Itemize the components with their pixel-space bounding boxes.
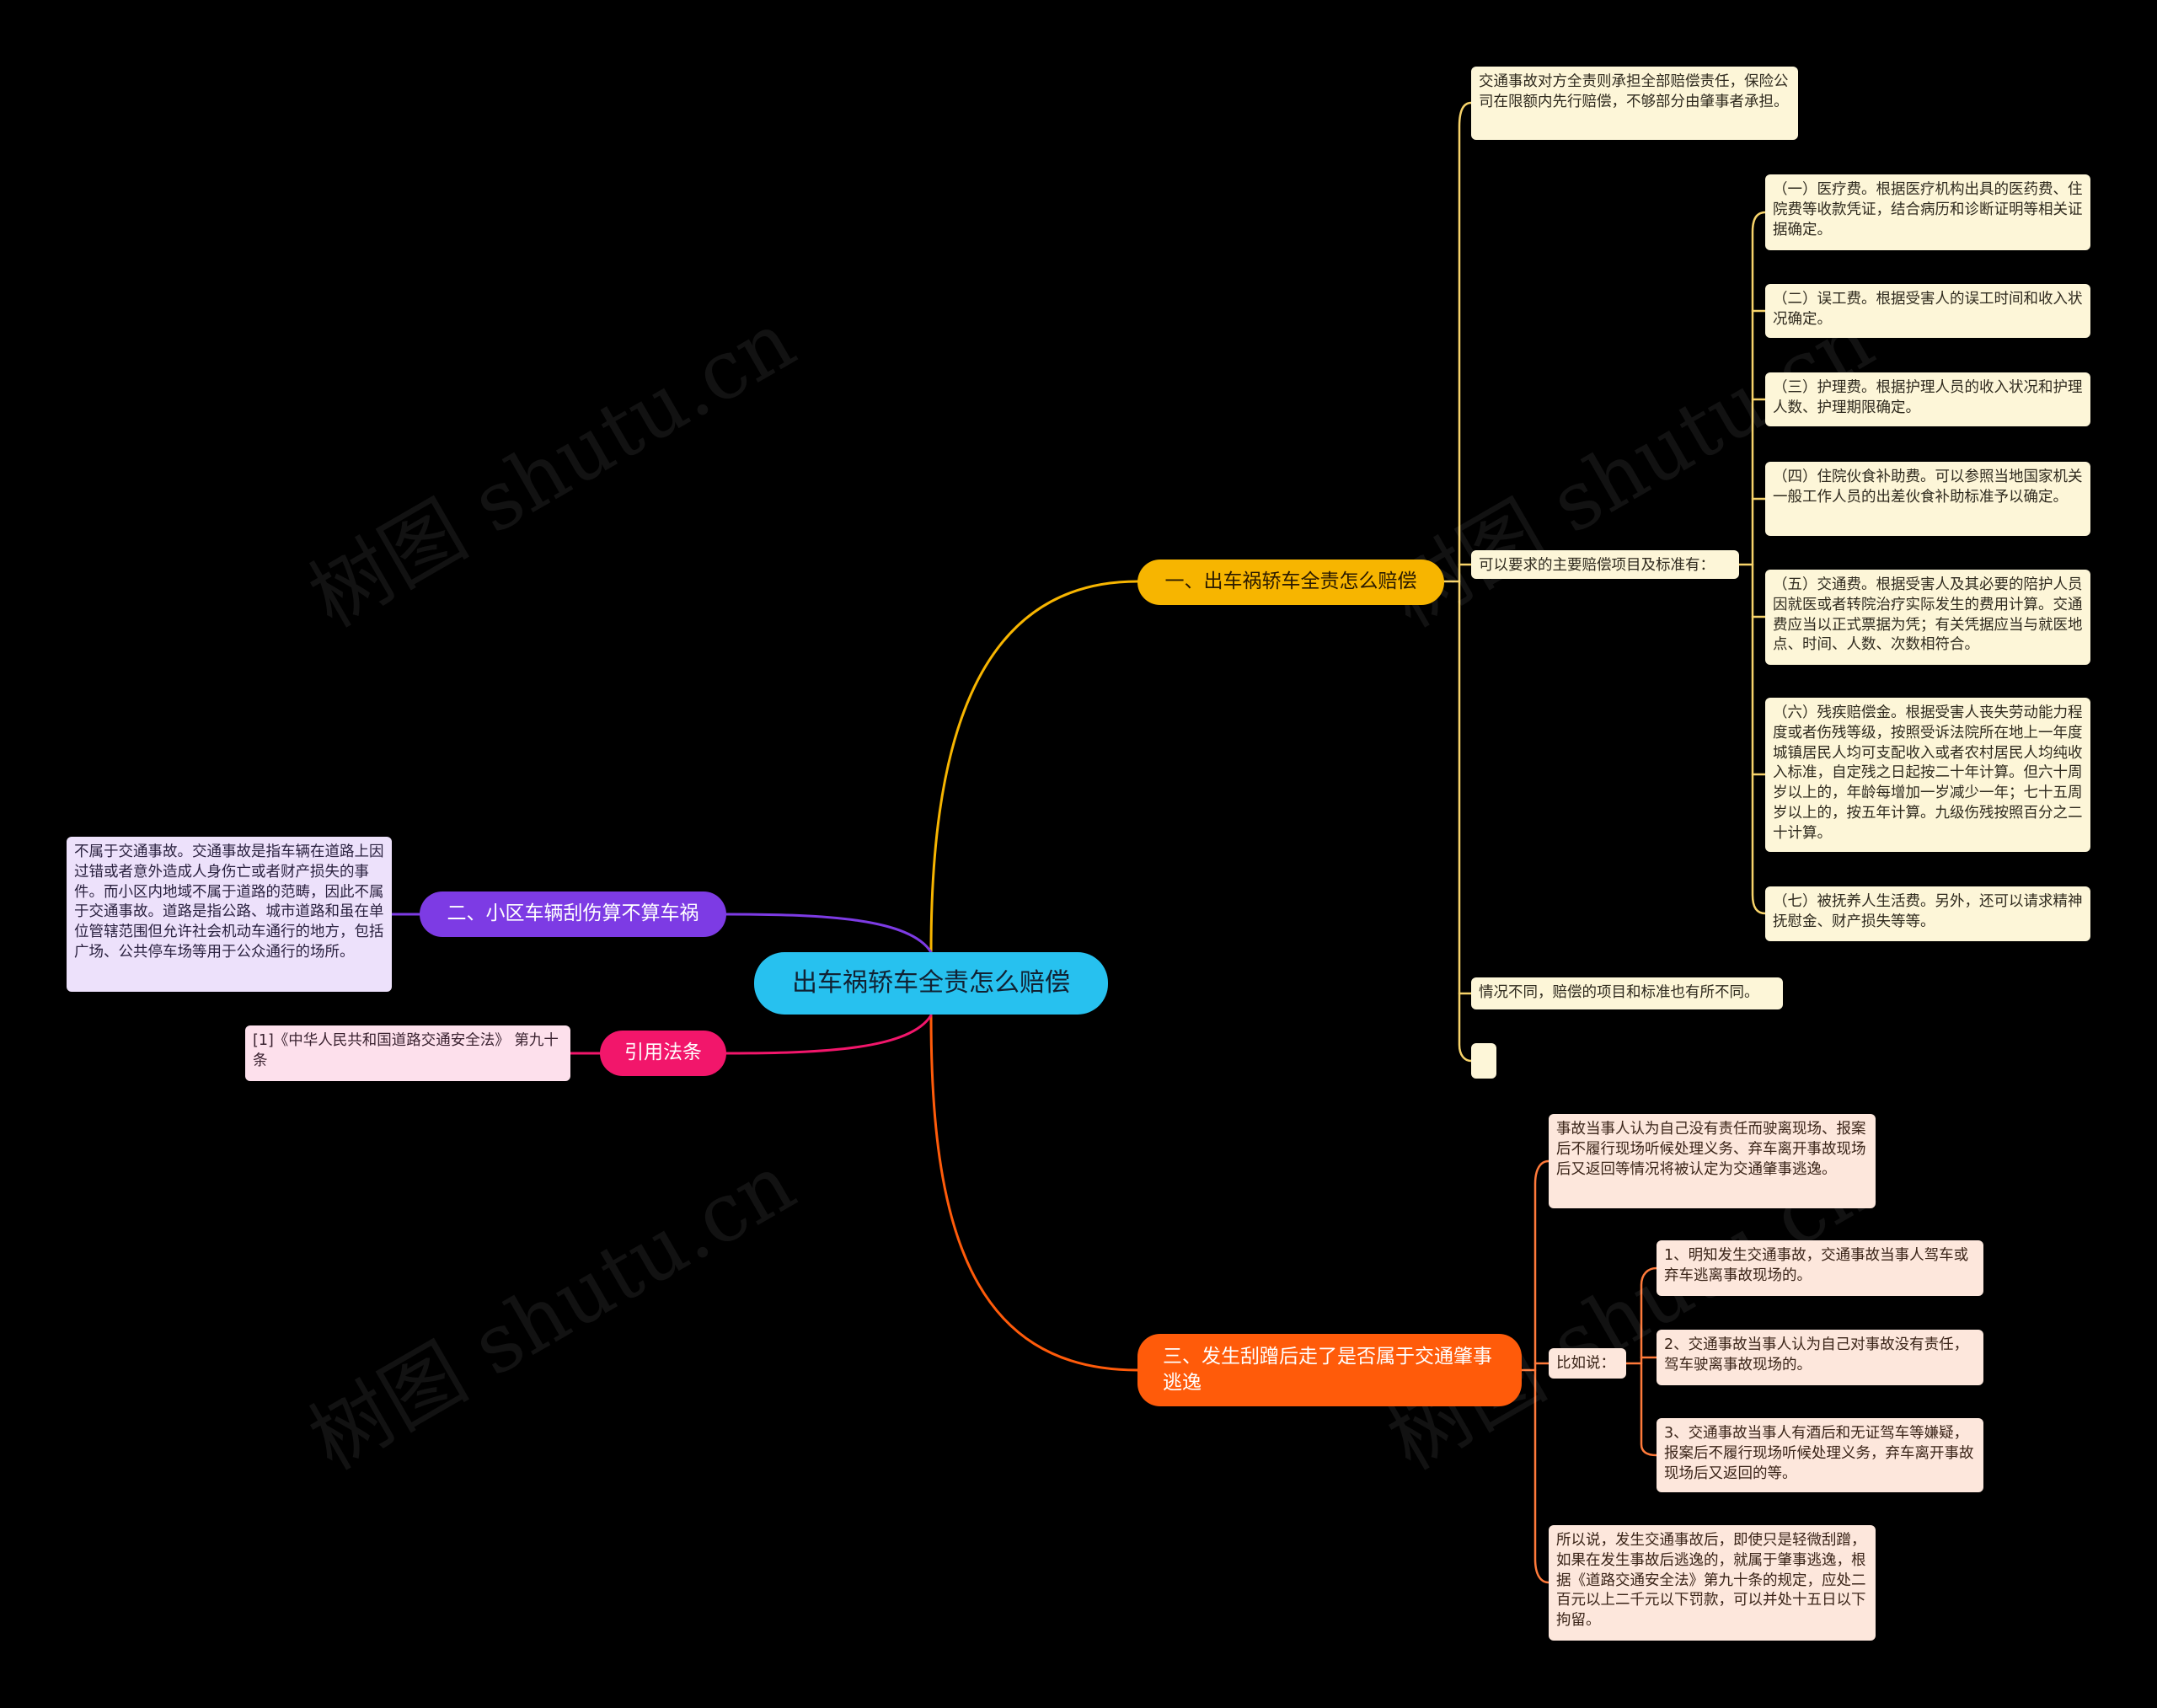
branch-compensation[interactable]: 一、出车祸轿车全责怎么赔偿 xyxy=(1137,560,1444,605)
branch-cited-law-label: 引用法条 xyxy=(624,1041,702,1064)
cited-law-detail-card[interactable]: [1]《中华人民共和国道路交通安全法》 第九十条 xyxy=(245,1025,570,1081)
compensation-item-card[interactable]: （二）误工费。根据受害人的误工时间和收入状况确定。 xyxy=(1765,284,2090,338)
compensation-items-label-card[interactable]: 可以要求的主要赔偿项目及标准有： xyxy=(1471,550,1739,579)
root-topic[interactable]: 出车祸轿车全责怎么赔偿 xyxy=(754,952,1108,1015)
link-root-branch1 xyxy=(929,580,1139,954)
link-root-branch4 xyxy=(725,1014,933,1055)
compensation-item-card[interactable]: （三）护理费。根据护理人员的收入状况和护理人数、护理期限确定。 xyxy=(1765,372,2090,426)
example-card[interactable]: 1、明知发生交通事故，交通事故当事人驾车或弃车逃离事故现场的。 xyxy=(1657,1240,1983,1296)
empty-card[interactable] xyxy=(1471,1043,1496,1079)
compensation-item-card[interactable]: （一）医疗费。根据医疗机构出具的医药费、住院费等收款凭证，结合病历和诊断证明等相… xyxy=(1765,174,2090,250)
example-card[interactable]: 2、交通事故当事人认为自己对事故没有责任，驾车驶离事故现场的。 xyxy=(1657,1330,1983,1385)
compensation-item-card[interactable]: （五）交通费。根据受害人及其必要的陪护人员因就医或者转院治疗实际发生的费用计算。… xyxy=(1765,570,2090,665)
branch-compensation-label: 一、出车祸轿车全责怎么赔偿 xyxy=(1164,570,1417,593)
link-branch1-spine xyxy=(1458,101,1473,1063)
link-examples-spine xyxy=(1640,1266,1658,1457)
root-topic-label: 出车祸轿车全责怎么赔偿 xyxy=(792,967,1070,998)
link-branch3-spine xyxy=(1533,1159,1550,1584)
link-root-branch3 xyxy=(929,1014,1139,1372)
branch-hit-and-run-label: 三、发生刮蹭后走了是否属于交通肇事逃逸 xyxy=(1163,1345,1492,1394)
compensation-intro-card[interactable]: 交通事故对方全责则承担全部赔偿责任，保险公司在限额内先行赔偿，不够部分由肇事者承… xyxy=(1471,67,1798,140)
residential-scratch-detail-card[interactable]: 不属于交通事故。交通事故是指车辆在道路上因过错或者意外造成人身伤亡或者财产损失的… xyxy=(67,837,392,992)
example-card[interactable]: 3、交通事故当事人有酒后和无证驾车等嫌疑，报案后不履行现场听候处理义务，弃车离开… xyxy=(1657,1418,1983,1492)
hit-and-run-conclusion-card[interactable]: 所以说，发生交通事故后，即使只是轻微刮蹭，如果在发生事故后逃逸的，就属于肇事逃逸… xyxy=(1549,1525,1876,1641)
compensation-note-card[interactable]: 情况不同，赔偿的项目和标准也有所不同。 xyxy=(1471,977,1783,1009)
link-root-branch2 xyxy=(725,913,933,954)
compensation-item-card[interactable]: （六）残疾赔偿金。根据受害人丧失劳动能力程度或者伤残等级，按照受诉法院所在地上一… xyxy=(1765,698,2090,852)
branch-residential-scratch[interactable]: 二、小区车辆刮伤算不算车祸 xyxy=(420,891,726,937)
hit-and-run-intro-card[interactable]: 事故当事人认为自己没有责任而驶离现场、报案后不履行现场听候处理义务、弃车离开事故… xyxy=(1549,1114,1876,1208)
branch-cited-law[interactable]: 引用法条 xyxy=(600,1031,726,1076)
branch-hit-and-run[interactable]: 三、发生刮蹭后走了是否属于交通肇事逃逸 xyxy=(1137,1334,1522,1406)
compensation-item-card[interactable]: （四）住院伙食补助费。可以参照当地国家机关一般工作人员的出差伙食补助标准予以确定… xyxy=(1765,462,2090,536)
compensation-item-card[interactable]: （七）被抚养人生活费。另外，还可以请求精神抚慰金、财产损失等等。 xyxy=(1765,886,2090,941)
branch-residential-scratch-label: 二、小区车辆刮伤算不算车祸 xyxy=(447,902,699,925)
link-items-spine xyxy=(1751,211,1767,915)
examples-label-card[interactable]: 比如说： xyxy=(1549,1348,1626,1379)
